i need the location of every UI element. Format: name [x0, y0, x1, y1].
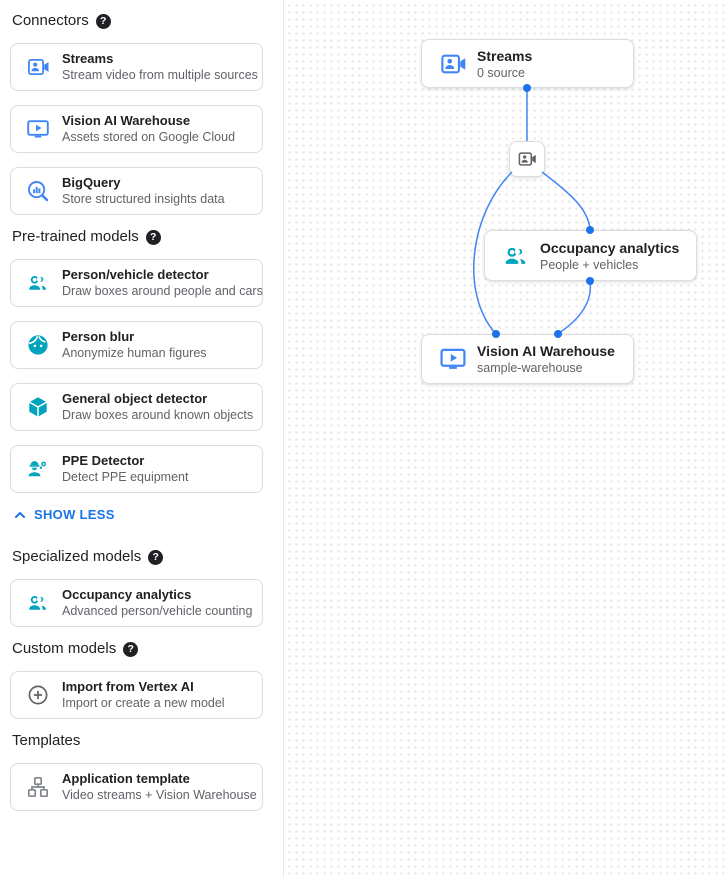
- item-title: Application template: [62, 771, 190, 786]
- sidebar-item-person-vehicle-detector[interactable]: Person/vehicle detector Draw boxes aroun…: [10, 259, 263, 307]
- node-title: Streams: [477, 47, 533, 64]
- show-less-button[interactable]: SHOW LESS: [12, 507, 263, 523]
- node-streams[interactable]: Streams 0 source: [421, 39, 634, 88]
- section-header-specialized-models: Specialized models ?: [12, 549, 263, 565]
- section-header-custom-models: Custom models ?: [12, 641, 263, 657]
- sidebar-item-streams[interactable]: Streams Stream video from multiple sourc…: [10, 43, 263, 91]
- sidebar-item-ppe-detector[interactable]: PPE Detector Detect PPE equipment: [10, 445, 263, 493]
- sidebar-item-vision-ai-warehouse[interactable]: Vision AI Warehouse Assets stored on Goo…: [10, 105, 263, 153]
- component-palette-sidebar: Connectors ? Streams Stream video from m…: [0, 0, 284, 878]
- video-camera-front-icon: [517, 149, 537, 169]
- item-subtitle: Anonymize human figures: [62, 346, 207, 360]
- node-vision-ai-warehouse[interactable]: Vision AI Warehouse sample-warehouse: [421, 334, 634, 384]
- video-camera-front-icon: [439, 50, 467, 78]
- sidebar-item-general-object-detector[interactable]: General object detector Draw boxes aroun…: [10, 383, 263, 431]
- help-icon[interactable]: ?: [95, 13, 111, 29]
- node-subtitle: People + vehicles: [540, 257, 639, 272]
- help-icon[interactable]: ?: [123, 641, 139, 657]
- show-less-label: SHOW LESS: [34, 507, 115, 522]
- pipeline-canvas[interactable]: Streams 0 source Occupancy analytics Peo…: [284, 0, 725, 878]
- help-icon[interactable]: ?: [148, 549, 164, 565]
- item-title: Occupancy analytics: [62, 587, 192, 602]
- item-subtitle: Import or create a new model: [62, 696, 225, 710]
- section-title: Custom models: [12, 640, 117, 657]
- edge-occupancy-to-warehouse: [558, 280, 592, 334]
- node-title: Vision AI Warehouse: [477, 343, 615, 359]
- section-title: Pre-trained models: [12, 228, 139, 245]
- item-subtitle: Store structured insights data: [62, 192, 225, 206]
- item-title: Person/vehicle detector: [62, 267, 209, 282]
- help-icon[interactable]: ?: [145, 229, 161, 245]
- sidebar-item-bigquery[interactable]: BigQuery Store structured insights data: [10, 167, 263, 215]
- item-subtitle: Draw boxes around known objects: [62, 408, 254, 422]
- section-header-templates: Templates: [12, 733, 263, 749]
- item-title: BigQuery: [62, 175, 121, 190]
- pipeline-edges: [284, 0, 725, 878]
- sidebar-item-person-blur[interactable]: Person blur Anonymize human figures: [10, 321, 263, 369]
- section-header-pretrained-models: Pre-trained models ?: [12, 229, 263, 245]
- item-subtitle: Draw boxes around people and cars: [62, 284, 263, 298]
- section-header-connectors: Connectors ?: [12, 13, 263, 29]
- item-title: Import from Vertex AI: [62, 679, 194, 694]
- item-title: PPE Detector: [62, 453, 145, 468]
- item-subtitle: Detect PPE equipment: [62, 470, 189, 484]
- section-title: Templates: [12, 732, 81, 749]
- node-stream-source[interactable]: [509, 141, 545, 177]
- item-subtitle: Stream video from multiple sources: [62, 68, 258, 82]
- item-title: Streams: [62, 51, 114, 66]
- item-title: General object detector: [62, 391, 208, 406]
- node-subtitle: sample-warehouse: [477, 361, 583, 375]
- item-subtitle: Advanced person/vehicle counting: [62, 604, 253, 618]
- people-group-icon: [502, 242, 530, 270]
- node-subtitle: 0 source: [477, 65, 525, 80]
- item-title: Vision AI Warehouse: [62, 113, 191, 128]
- smart-display-icon: [439, 345, 467, 373]
- item-subtitle: Assets stored on Google Cloud: [62, 130, 236, 144]
- section-title: Connectors: [12, 12, 89, 29]
- node-occupancy-analytics[interactable]: Occupancy analytics People + vehicles: [484, 230, 697, 281]
- sidebar-item-import-from-vertex-ai[interactable]: Import from Vertex AI Import or create a…: [10, 671, 263, 719]
- chevron-up-icon: [12, 507, 28, 523]
- edge-source-to-occupancy: [541, 171, 591, 230]
- item-subtitle: Video streams + Vision Warehouse: [62, 788, 257, 802]
- item-title: Person blur: [62, 329, 135, 344]
- sidebar-item-application-template[interactable]: Application template Video streams + Vis…: [10, 763, 263, 811]
- sidebar-item-occupancy-analytics[interactable]: Occupancy analytics Advanced person/vehi…: [10, 579, 263, 627]
- section-title: Specialized models: [12, 548, 142, 565]
- node-title: Occupancy analytics: [540, 239, 680, 256]
